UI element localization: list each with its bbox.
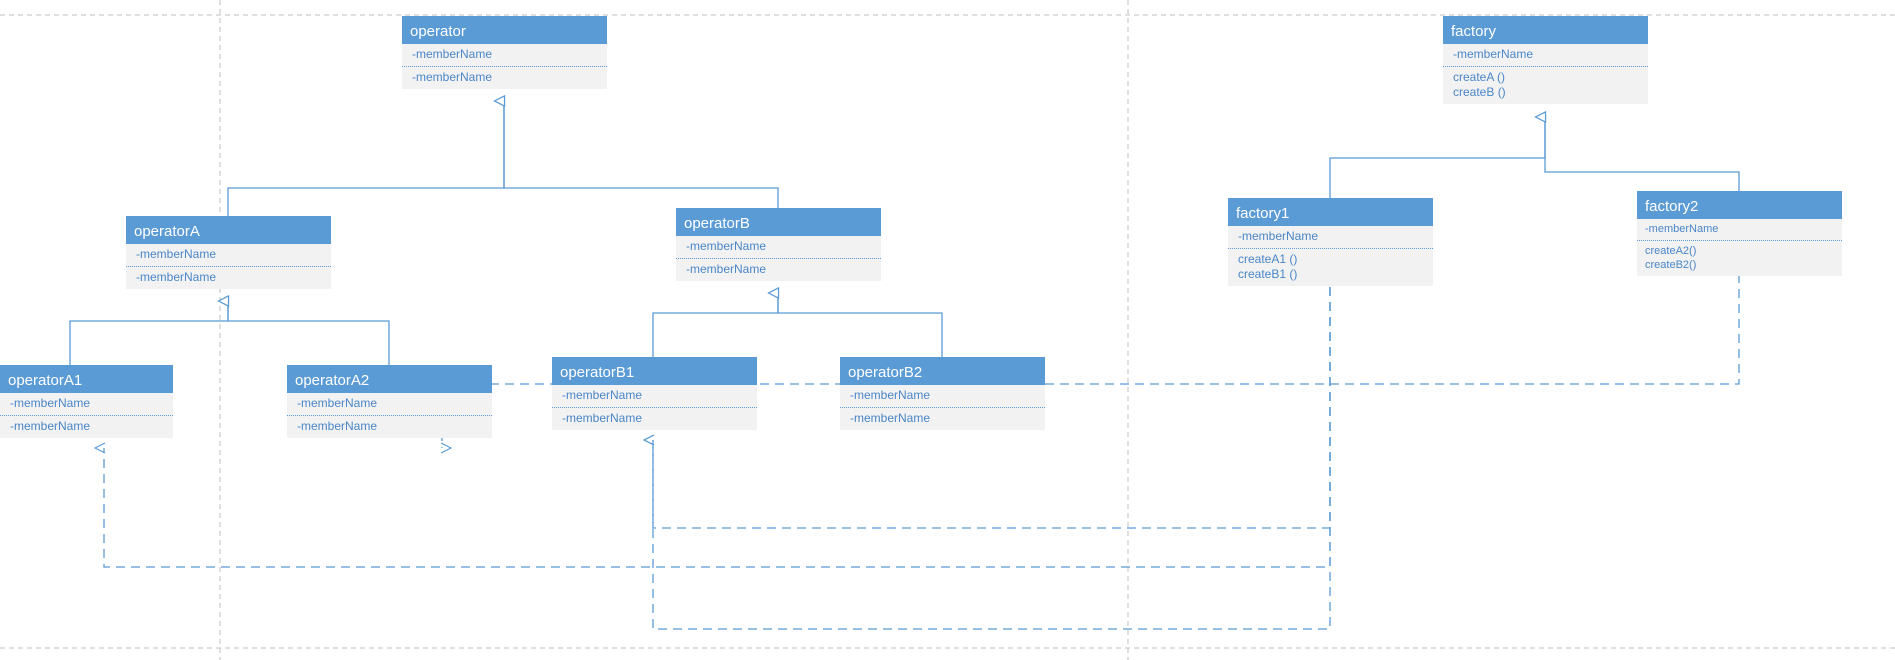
class-title-operator: operator [402, 16, 607, 44]
edge-operatorB1-to-operatorB [652, 293, 778, 357]
edge-operatorA2-to-operatorA [228, 301, 390, 365]
class-body-operatorA1: -memberName -memberName [0, 393, 173, 438]
operation-compartment: -memberName [0, 415, 173, 438]
attribute-compartment: -memberName [126, 244, 331, 266]
class-operatorB1[interactable]: operatorB1 -memberName -memberName [552, 357, 757, 430]
operation-item: -memberName [562, 411, 643, 425]
operation-item: -memberName [297, 419, 378, 433]
attribute-compartment: -memberName [1637, 219, 1842, 240]
edge-operatorB-to-operator [504, 101, 779, 208]
operation-compartment: -memberName [676, 258, 881, 281]
attribute-compartment: -memberName [287, 393, 492, 415]
class-operator[interactable]: operator -memberName -memberName [402, 16, 607, 89]
operation-item: createB1 () [1238, 267, 1298, 281]
class-title-operatorB1: operatorB1 [552, 357, 757, 385]
class-factory1[interactable]: factory1 -memberName createA1 () createB… [1228, 198, 1433, 286]
attribute-item: -memberName [10, 396, 91, 410]
operation-compartment: -memberName [126, 266, 331, 289]
class-operatorB2[interactable]: operatorB2 -memberName -memberName [840, 357, 1045, 430]
operation-item: -memberName [136, 270, 217, 284]
operation-item: -memberName [850, 411, 931, 425]
class-title-operatorA: operatorA [126, 216, 331, 244]
class-operatorA2[interactable]: operatorA2 -memberName -memberName [287, 365, 492, 438]
class-title-operatorA2: operatorA2 [287, 365, 492, 393]
operation-item: createA2() [1645, 245, 1697, 257]
class-title-factory1: factory1 [1228, 198, 1433, 226]
edge-factory1-to-factory [1329, 117, 1545, 198]
attribute-item: -memberName [136, 247, 217, 261]
operation-compartment: -memberName [402, 66, 607, 89]
class-body-operatorB1: -memberName -memberName [552, 385, 757, 430]
attribute-compartment: -memberName [676, 236, 881, 258]
class-title-factory2: factory2 [1637, 191, 1842, 219]
edge-operatorA1-to-operatorA [69, 301, 228, 365]
edge-factory2-creates-operatorB2-route [653, 287, 1331, 630]
attribute-item: -memberName [297, 396, 378, 410]
operation-compartment: -memberName [552, 407, 757, 430]
operation-compartment: createA1 () createB1 () [1228, 248, 1433, 286]
attribute-item: -memberName [562, 388, 643, 402]
class-factory[interactable]: factory -memberName createA () createB (… [1443, 16, 1648, 104]
attribute-compartment: -memberName [402, 44, 607, 66]
attribute-compartment: -memberName [1228, 226, 1433, 248]
class-body-factory2: -memberName createA2() createB2() [1637, 219, 1842, 276]
class-body-operatorA2: -memberName -memberName [287, 393, 492, 438]
class-operatorB[interactable]: operatorB -memberName -memberName [676, 208, 881, 281]
class-title-operatorB2: operatorB2 [840, 357, 1045, 385]
operation-compartment: createA2() createB2() [1637, 240, 1842, 276]
class-title-operatorB: operatorB [676, 208, 881, 236]
attribute-compartment: -memberName [552, 385, 757, 407]
attribute-item: -memberName [1238, 229, 1319, 243]
attribute-item: -memberName [686, 239, 767, 253]
operation-item: -memberName [412, 70, 493, 84]
class-body-factory: -memberName createA () createB () [1443, 44, 1648, 104]
operation-compartment: -memberName [287, 415, 492, 438]
edge-factory2-to-factory [1545, 117, 1740, 191]
class-operatorA1[interactable]: operatorA1 -memberName -memberName [0, 365, 173, 438]
operation-compartment: -memberName [840, 407, 1045, 430]
operation-item: createB () [1453, 85, 1506, 99]
attribute-item: -memberName [850, 388, 931, 402]
attribute-item: -memberName [1453, 47, 1534, 61]
class-body-operatorB: -memberName -memberName [676, 236, 881, 281]
attribute-item: -memberName [412, 47, 493, 61]
class-body-operatorA: -memberName -memberName [126, 244, 331, 289]
attribute-item: -memberName [1645, 223, 1719, 235]
class-body-factory1: -memberName createA1 () createB1 () [1228, 226, 1433, 286]
operation-item: createA () [1453, 70, 1506, 84]
operation-item: -memberName [686, 262, 767, 276]
attribute-compartment: -memberName [840, 385, 1045, 407]
class-title-factory: factory [1443, 16, 1648, 44]
class-body-operator: -memberName -memberName [402, 44, 607, 89]
class-operatorA[interactable]: operatorA -memberName -memberName [126, 216, 331, 289]
operation-compartment: createA () createB () [1443, 66, 1648, 104]
attribute-compartment: -memberName [0, 393, 173, 415]
class-factory2[interactable]: factory2 -memberName createA2() createB2… [1637, 191, 1842, 276]
operation-item: createA1 () [1238, 252, 1298, 266]
operation-item: createB2() [1645, 259, 1697, 271]
class-title-operatorA1: operatorA1 [0, 365, 173, 393]
dependency-edges [104, 274, 1740, 630]
operation-item: -memberName [10, 419, 91, 433]
attribute-compartment: -memberName [1443, 44, 1648, 66]
edge-operatorB2-to-operatorB [778, 293, 943, 357]
edge-operatorA-to-operator [227, 101, 504, 216]
class-body-operatorB2: -memberName -memberName [840, 385, 1045, 430]
